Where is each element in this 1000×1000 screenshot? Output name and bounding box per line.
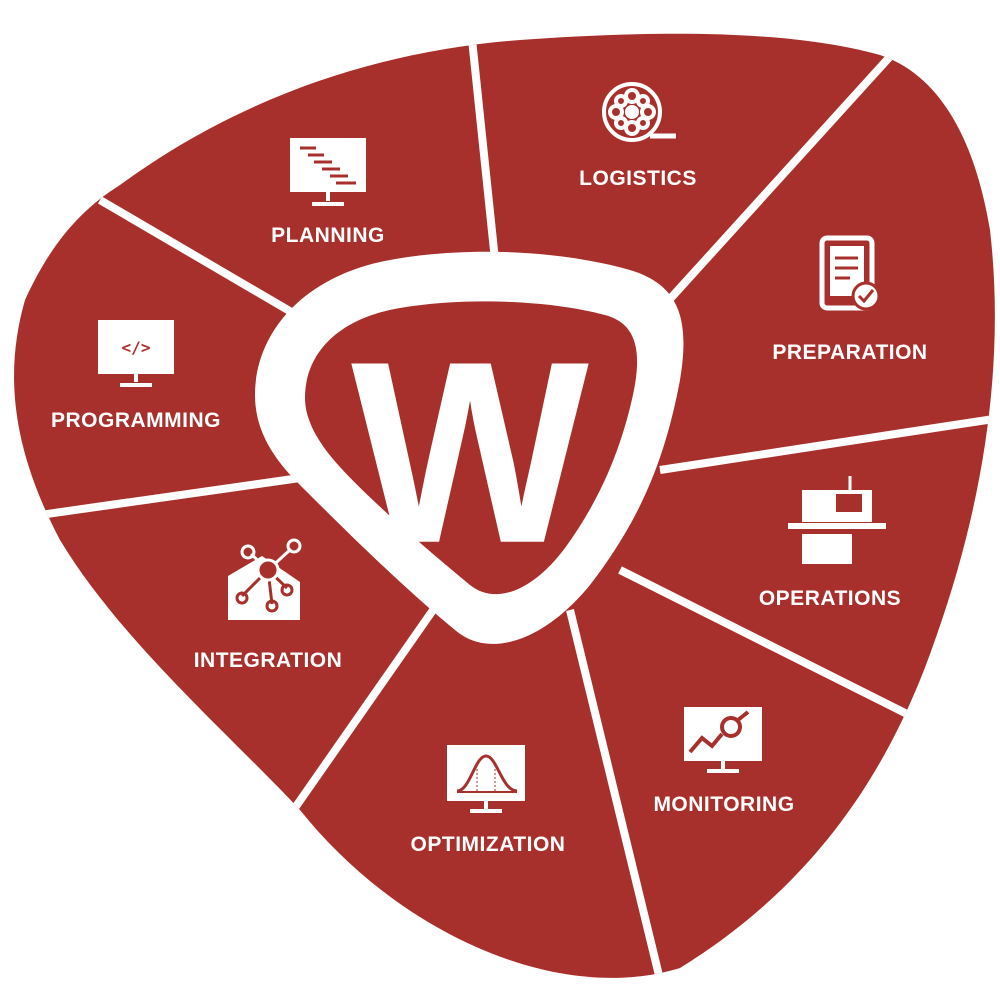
segment-dividers [39, 33, 995, 978]
divider-optimization-integration [286, 597, 444, 818]
segment-planning[interactable]: PLANNING [271, 138, 385, 247]
segment-label-programming: PROGRAMMING [51, 409, 221, 432]
network-nodes-icon [228, 538, 302, 620]
segment-label-logistics: LOGISTICS [579, 167, 697, 190]
segment-label-planning: PLANNING [271, 224, 385, 247]
segment-operations[interactable]: OPERATIONS [759, 476, 901, 610]
divider-planning-logistics [466, 33, 499, 261]
monitor-bell-curve-icon [447, 745, 525, 813]
segment-monitoring[interactable]: MONITORING [653, 707, 794, 816]
svg-text:</>: </> [122, 338, 151, 357]
segment-integration[interactable]: INTEGRATION [194, 538, 343, 672]
segment-label-optimization: OPTIMIZATION [411, 833, 566, 856]
divider-operations-monitoring [618, 566, 917, 722]
divider-monitoring-optimization [566, 609, 669, 978]
divider-logistics-preparation [657, 37, 908, 313]
segment-programming[interactable]: </> PROGRAMMING [51, 320, 221, 432]
segment-label-operations: OPERATIONS [759, 587, 901, 610]
divider-integration-programming [39, 474, 301, 519]
segment-optimization[interactable]: OPTIMIZATION [411, 745, 566, 856]
divider-programming-planning [97, 196, 308, 324]
segment-label-integration: INTEGRATION [194, 649, 343, 672]
segment-logistics[interactable]: LOGISTICS [579, 82, 697, 190]
segment-label-monitoring: MONITORING [653, 793, 794, 816]
machine-tool-icon [788, 476, 886, 564]
center-logo-inner [305, 301, 638, 595]
divider-preparation-operations [659, 414, 995, 474]
monitor-gantt-icon [290, 138, 366, 206]
center-logo-letter: W [351, 309, 589, 598]
film-reel-icon [602, 82, 676, 142]
tablet-checklist-icon [819, 235, 881, 311]
segment-label-preparation: PREPARATION [772, 341, 927, 364]
monitor-chart-magnifier-icon [684, 707, 762, 773]
segment-preparation[interactable]: PREPARATION [772, 235, 927, 364]
monitor-code-icon: </> [98, 320, 174, 387]
